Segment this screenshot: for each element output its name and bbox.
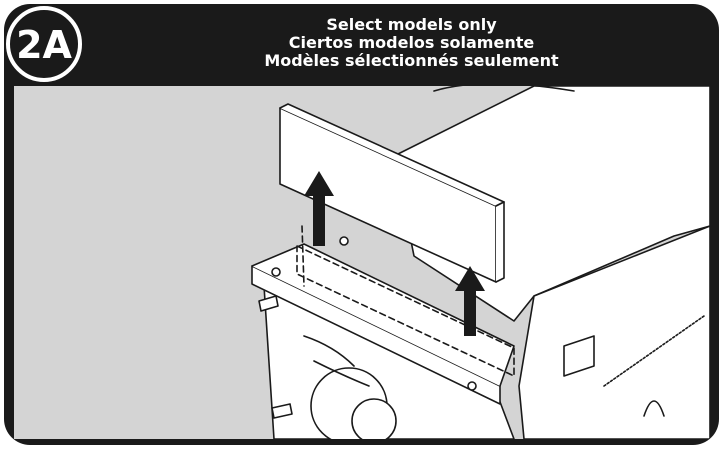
spring	[603, 315, 705, 387]
cabinet-side	[518, 225, 710, 439]
lift-arrows	[304, 171, 485, 336]
title-french: Modèles sélectionnés seulement	[264, 51, 559, 70]
step-badge: 2A	[6, 6, 82, 82]
motor-pulley	[351, 398, 397, 439]
instruction-panel: 2A Select models only Ciertos modelos so…	[4, 4, 719, 445]
wiring	[303, 335, 370, 387]
arrow-up-right-icon	[455, 266, 485, 336]
panel-edge-dashed	[301, 225, 305, 287]
screw-right	[467, 381, 477, 391]
step-number: 2A	[16, 23, 72, 67]
screw-top	[339, 236, 349, 246]
step-header: 2A Select models only Ciertos modelos so…	[4, 4, 719, 87]
step-titles: Select models only Ciertos modelos solam…	[124, 16, 699, 70]
console-panel-side	[495, 201, 505, 283]
title-spanish: Ciertos modelos solamente	[288, 33, 535, 52]
panel-position-outline	[296, 245, 515, 377]
cable-curl	[643, 400, 665, 417]
badge-circle	[6, 6, 82, 82]
side-label	[563, 335, 595, 377]
arrow-up-left-icon	[304, 171, 334, 246]
illustration	[14, 86, 710, 439]
knob-lower	[271, 403, 293, 419]
cabinet-top-curve	[433, 86, 575, 92]
title-english: Select models only	[326, 15, 497, 34]
screw-left	[271, 267, 281, 277]
knob-upper	[258, 295, 279, 312]
appliance-drawing	[251, 86, 710, 439]
